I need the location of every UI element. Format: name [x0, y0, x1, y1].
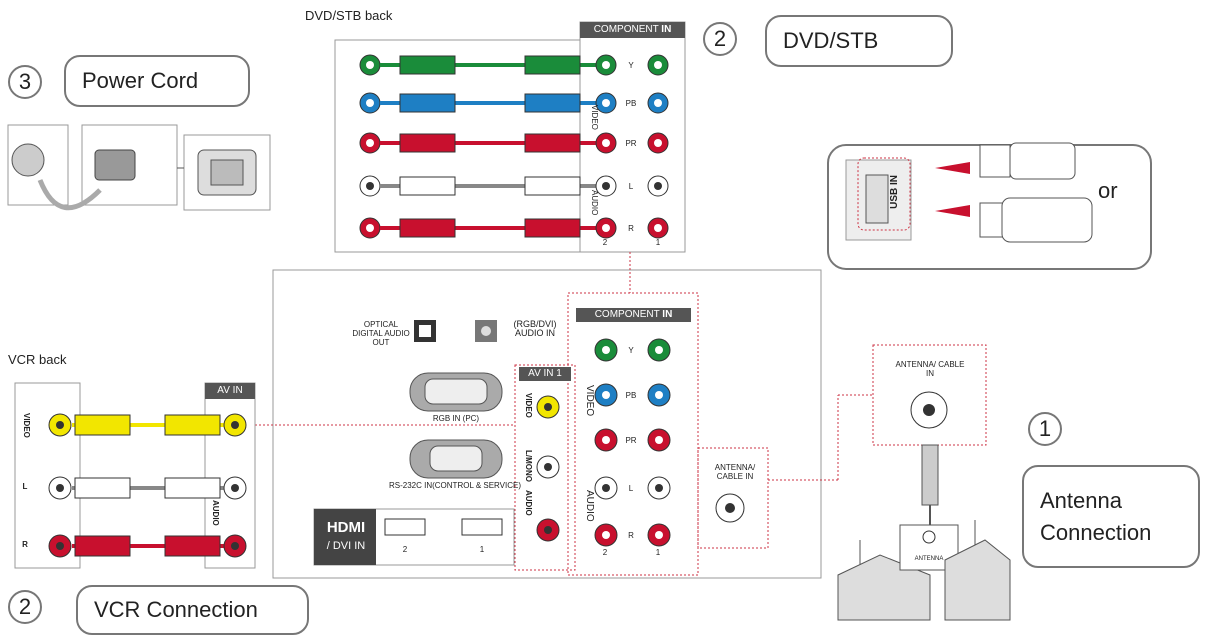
power-step-number: 3: [8, 65, 42, 99]
component-label: COMPONENT: [594, 309, 660, 320]
vcr-step-number: 2: [8, 590, 42, 624]
dvi-in-label: / DVI IN: [326, 540, 366, 552]
dvd-pb-label: PB: [625, 99, 637, 108]
dvd-component-in-header: COMPONENT IN: [580, 23, 685, 37]
hdmi-port-2-label: 2: [402, 545, 408, 554]
tv-pr-label: PR: [625, 436, 637, 445]
power-cord-callout: Power Cord: [64, 55, 250, 107]
in-label: IN: [661, 24, 672, 35]
tv-audio-label: AUDIO: [584, 490, 595, 522]
dvd-y-label: Y: [628, 61, 634, 70]
dvd-video-label: VIDEO: [590, 105, 599, 130]
tv-r-label: R: [628, 531, 634, 540]
vcr-audio-label: AUDIO: [211, 500, 220, 526]
dvd-audio-label: AUDIO: [590, 190, 599, 216]
usb-in-label: USB IN: [889, 175, 900, 209]
tv-video-label: VIDEO: [584, 385, 595, 417]
dvd-r-label: R: [628, 224, 634, 233]
dvd-step-number: 2: [703, 22, 737, 56]
dvd-pr-label: PR: [625, 139, 637, 148]
or-label: or: [1098, 178, 1118, 203]
antenna-connection-callout: Antenna Connection: [1022, 465, 1200, 568]
vcr-r-label: R: [22, 540, 28, 549]
hdmi-port-1-label: 1: [479, 545, 485, 554]
tv-component-in-header: COMPONENT IN: [576, 308, 691, 322]
tv-col-1-label: 1: [655, 548, 661, 557]
rgb-in-pc-label: RGB IN (PC): [432, 414, 480, 423]
av1-video-label: VIDEO: [524, 393, 533, 418]
component-label: COMPONENT: [593, 24, 659, 35]
tv-pb-label: PB: [625, 391, 637, 400]
av1-lmono-label: L/MONO: [524, 450, 533, 482]
vcr-l-label: L: [22, 482, 28, 491]
wall-antenna-label: ANTENNA/ CABLE IN: [895, 360, 965, 378]
antenna-step-number: 1: [1028, 412, 1062, 446]
tv-y-label: Y: [628, 346, 634, 355]
dvd-col-1-label: 1: [655, 238, 661, 247]
rgb-dvi-audio-label: (RGB/DVI) AUDIO IN: [513, 319, 557, 338]
optical-label: OPTICAL DIGITAL AUDIO OUT: [352, 320, 410, 347]
tv-antenna-label: ANTENNA/ CABLE IN: [714, 463, 756, 481]
vcr-video-label: VIDEO: [22, 413, 31, 438]
in-label: IN: [662, 309, 673, 320]
vcr-av-in-header: AV IN: [205, 384, 255, 398]
tv-l-label: L: [628, 484, 634, 493]
rs232c-label: RS-232C IN(CONTROL & SERVICE): [388, 481, 522, 490]
antenna-sign-label: ANTENNA: [914, 556, 944, 562]
av1-audio-label: AUDIO: [524, 490, 533, 516]
dvd-back-label: DVD/STB back: [305, 8, 393, 23]
vcr-connection-callout: VCR Connection: [76, 585, 309, 635]
tv-col-2-label: 2: [602, 548, 608, 557]
dvd-col-2-label: 2: [602, 238, 608, 247]
vcr-back-label: VCR back: [8, 352, 67, 367]
dvd-l-label: L: [628, 182, 634, 191]
dvd-stb-callout: DVD/STB: [765, 15, 953, 67]
tv-av-in1-header: AV IN 1: [519, 367, 571, 381]
hdmi-logo: HDMI: [326, 519, 366, 536]
